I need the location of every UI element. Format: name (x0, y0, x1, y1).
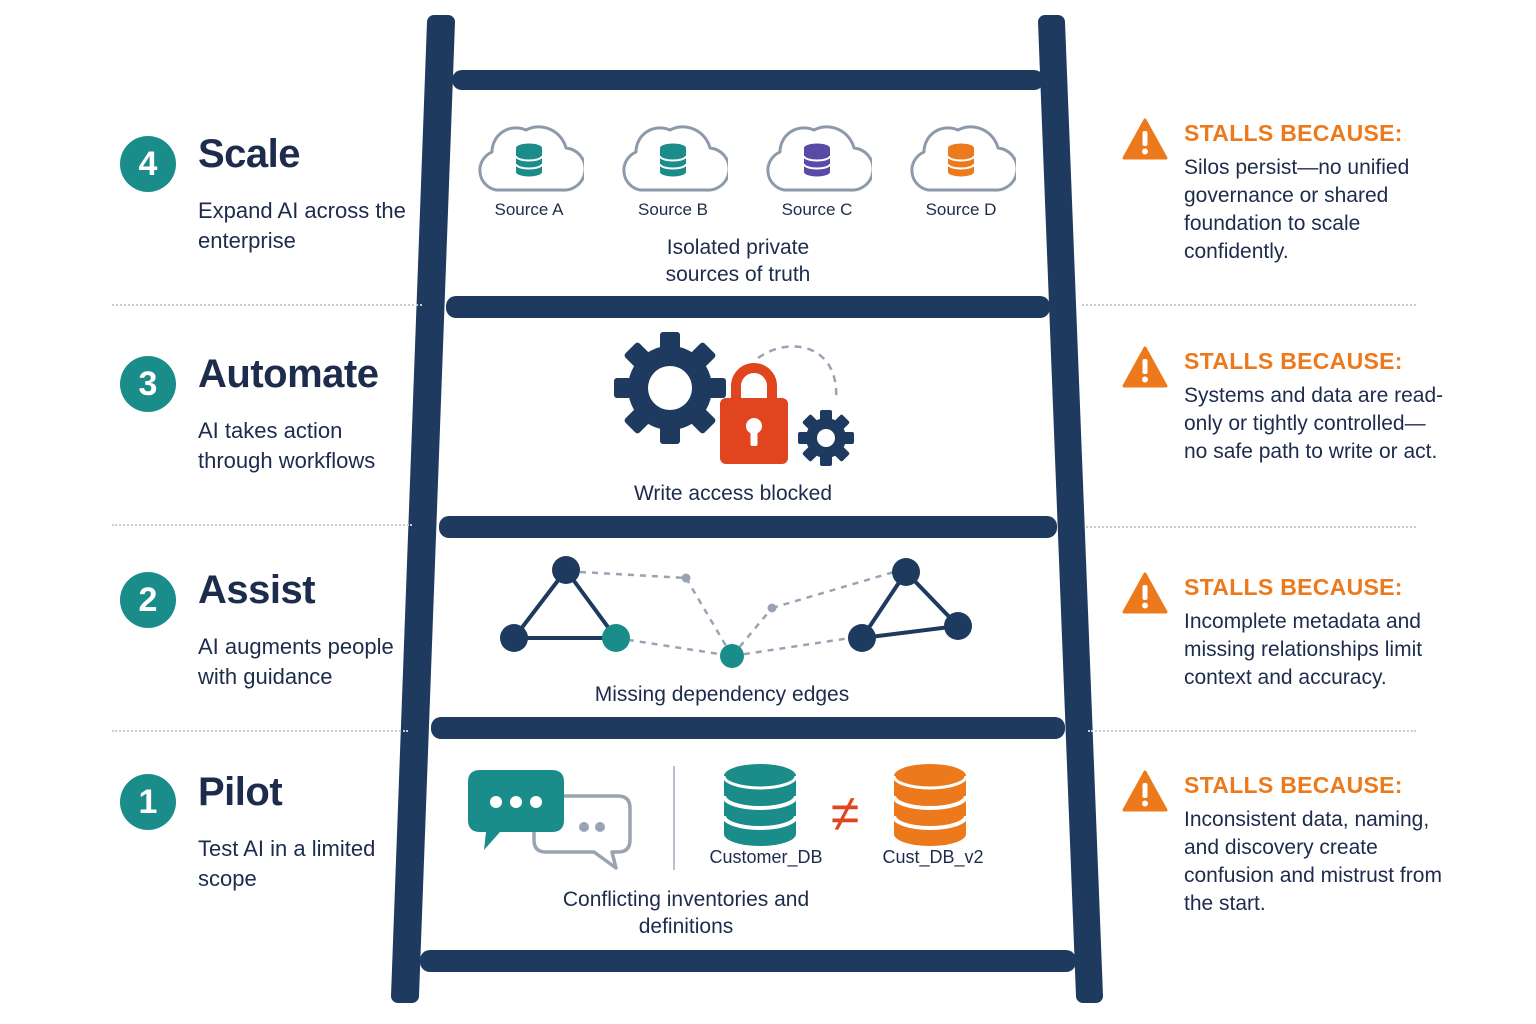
rung-4 (446, 296, 1050, 318)
caption-assist: Missing dependency edges (594, 683, 850, 706)
warning-icon (1122, 572, 1168, 614)
cloud-database-icon (910, 125, 1019, 192)
padlock-icon (720, 363, 788, 464)
graph-node (602, 624, 630, 652)
divider-right-3 (1088, 730, 1416, 732)
stage-subtitle: AI augments people with guidance (198, 634, 394, 689)
graph-node (767, 603, 777, 613)
stage-subtitle: Test AI in a limited scope (198, 836, 376, 891)
database-label: Cust_DB_v2 (882, 847, 984, 867)
cloud-database-icon (766, 125, 875, 192)
caption-pilot: Conflicting inventories and definitions (562, 888, 810, 938)
graph-node (848, 624, 876, 652)
caption-scale: Isolated private sources of truth (665, 236, 811, 286)
graph-edge (512, 568, 568, 640)
database-icon (722, 764, 798, 846)
stage-title: Automate (198, 352, 379, 396)
caption-automate: Write access blocked (633, 482, 833, 505)
small-gear-icon (798, 410, 854, 466)
stage-number-badge: 4 (120, 136, 176, 192)
graph-node (720, 644, 744, 668)
source-label: Source A (494, 200, 564, 219)
dashed-edge (579, 570, 687, 580)
not-equal-symbol: ≠ (830, 785, 860, 843)
cloud-database-icon (478, 125, 587, 192)
source-card: Source A (474, 118, 587, 228)
graph-edge (564, 568, 618, 640)
stage-number-badge: 3 (120, 356, 176, 412)
graph-node (681, 573, 691, 583)
warning-heading: STALLS BECAUSE: (1184, 772, 1403, 798)
source-card: Source B (618, 118, 731, 228)
rung-2 (431, 717, 1065, 739)
write-blocked-illustration (614, 332, 854, 466)
graph-node (552, 556, 580, 584)
source-label: Source C (781, 200, 853, 219)
source-label: Source B (638, 200, 708, 219)
divider-left-3 (112, 730, 408, 732)
graph-node (500, 624, 528, 652)
warning-heading: STALLS BECAUSE: (1184, 120, 1403, 146)
stage-subtitle: AI takes action through workflows (198, 418, 376, 473)
graph-edge (861, 624, 959, 640)
large-gear-icon (614, 332, 726, 444)
source-card: Source D (906, 118, 1019, 228)
dashed-edge (615, 636, 733, 658)
dashed-edge (684, 577, 734, 657)
stage-subtitle: Expand AI across the enterprise (198, 198, 406, 253)
database-label: Customer_DB (709, 847, 823, 867)
divider-left-2 (112, 524, 412, 526)
warning-text: Inconsistent data, naming, and discovery… (1184, 808, 1442, 915)
warning-text: Incomplete metadata and missing relation… (1184, 610, 1423, 689)
stage-number-badge: 1 (120, 774, 176, 830)
rung-1 (420, 950, 1076, 972)
panel-scale (450, 92, 1046, 298)
dashed-edge (771, 570, 895, 610)
dashed-arc (757, 345, 838, 401)
ladder-left-rail (391, 15, 455, 1003)
dependency-graph-illustration (500, 556, 972, 668)
stage-title: Pilot (198, 770, 283, 814)
warning-heading: STALLS BECAUSE: (1184, 574, 1403, 600)
divider-right-2 (1086, 526, 1416, 528)
warning-icon (1122, 770, 1168, 812)
source-card: Source C (762, 118, 875, 228)
chat-bubbles-icon (468, 770, 632, 870)
rung-3 (439, 516, 1057, 538)
dashed-edge (731, 607, 773, 657)
vertical-separator (673, 766, 675, 870)
divider-left-1 (112, 304, 422, 306)
warning-heading: STALLS BECAUSE: (1184, 348, 1403, 374)
database-icon (892, 764, 968, 846)
stage-number-badge: 2 (120, 572, 176, 628)
warning-icon (1122, 118, 1168, 160)
dashed-edge (731, 636, 851, 658)
stage-title: Assist (198, 568, 316, 612)
warning-text: Systems and data are read-only or tightl… (1184, 384, 1444, 463)
graph-node (944, 612, 972, 640)
source-label: Source D (925, 200, 997, 219)
graph-node (892, 558, 920, 586)
divider-right-1 (1082, 304, 1416, 306)
rung-top (452, 70, 1044, 90)
cloud-database-icon (622, 125, 731, 192)
stage-title: Scale (198, 132, 301, 176)
warning-text: Silos persist—no unified governance or s… (1184, 156, 1410, 263)
warning-icon (1122, 346, 1168, 388)
ladder-right-rail (1038, 15, 1103, 1003)
